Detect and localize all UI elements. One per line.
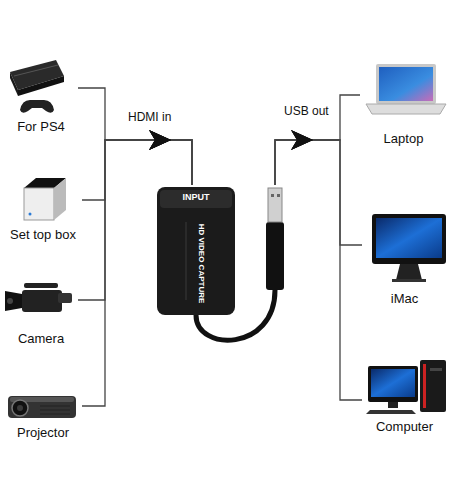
connector-line (275, 140, 362, 400)
camera-icon-part (5, 291, 22, 311)
device-label: For PS4 (17, 119, 65, 134)
camera-icon-part (22, 290, 62, 312)
computer-icon (366, 360, 446, 414)
device-label: Laptop (384, 131, 424, 146)
device-node: iMac (362, 210, 447, 306)
set-top-box-icon-part (54, 178, 66, 220)
set-top-box-icon-part (24, 188, 54, 220)
arrow-head (291, 130, 313, 150)
imac-icon (372, 214, 446, 282)
device-node: Projector (4, 388, 82, 440)
signal-label: USB out (284, 104, 329, 118)
arrow-head (149, 130, 171, 150)
computer-icon-part (366, 410, 416, 414)
imac-icon-part (372, 214, 446, 264)
connector-line (275, 140, 362, 245)
device-node: Computer (362, 356, 447, 434)
device-node: Laptop (360, 60, 447, 146)
console-icon-part (20, 100, 54, 113)
laptop-icon-part (376, 64, 436, 104)
device-label: Set top box (10, 227, 76, 242)
device-label: iMac (391, 291, 418, 306)
imac-icon-part (376, 218, 442, 258)
laptop-icon-part (366, 104, 446, 114)
arrow-head (291, 130, 313, 150)
capture-card-icon (157, 187, 284, 340)
console-icon-part (18, 76, 64, 96)
projector-icon-part (12, 400, 28, 416)
arrow-head (149, 130, 171, 150)
projector-icon (8, 396, 76, 418)
device-label: Computer (376, 419, 433, 434)
device-label: Camera (18, 331, 64, 346)
capture-card-icon-part (266, 222, 284, 290)
projector-icon-part (8, 396, 76, 418)
connector-line (78, 140, 192, 300)
computer-icon-part (388, 402, 398, 408)
capture-card-icon-part (157, 187, 235, 315)
capture-card-icon-part (268, 188, 282, 222)
computer-icon-part (423, 364, 426, 408)
set-top-box-icon-part (29, 213, 32, 216)
camera-icon (5, 283, 72, 312)
capture-card: INPUT HD VIDEO CAPTURE (150, 185, 290, 355)
arrow-head (291, 130, 313, 150)
device-node: For PS4 (4, 58, 78, 134)
device-label: Projector (17, 425, 69, 440)
label-holder: USB out (284, 104, 329, 118)
capture-card-icon-part (271, 194, 274, 197)
camera-icon-part (7, 298, 13, 304)
arrow-head (149, 130, 171, 150)
laptop-icon (366, 64, 446, 114)
projector-icon-part (40, 406, 70, 407)
device-node: Camera (4, 280, 78, 346)
imac-icon-part (392, 279, 426, 282)
console-icon (10, 60, 64, 113)
connector-line (82, 140, 192, 200)
arrow-head (149, 130, 171, 150)
laptop-icon-part (379, 67, 433, 101)
connector-line (78, 88, 192, 185)
camera-icon-part (24, 283, 58, 288)
device-print: HD VIDEO CAPTURE (198, 223, 207, 303)
label-holder: HDMI in (128, 110, 171, 124)
projector-icon-part (40, 410, 70, 411)
device-node: Set top box (4, 170, 82, 242)
device-print: INPUT (183, 192, 210, 202)
imac-icon-part (396, 264, 422, 280)
console-icon-part (14, 65, 58, 76)
computer-icon-part (430, 368, 442, 371)
projector-icon-part (17, 405, 23, 411)
set-top-box-icon (24, 178, 66, 220)
camera-icon-part (58, 293, 72, 303)
computer-icon-part (371, 369, 415, 397)
projector-icon-part (40, 414, 70, 415)
computer-icon-part (420, 360, 446, 412)
connector-line (82, 140, 192, 406)
capture-card-icon-part (160, 190, 232, 208)
capture-card-icon-part (277, 194, 280, 197)
signal-label: HDMI in (128, 110, 171, 124)
computer-icon-part (368, 366, 418, 402)
capture-card-icon-part (186, 222, 187, 300)
